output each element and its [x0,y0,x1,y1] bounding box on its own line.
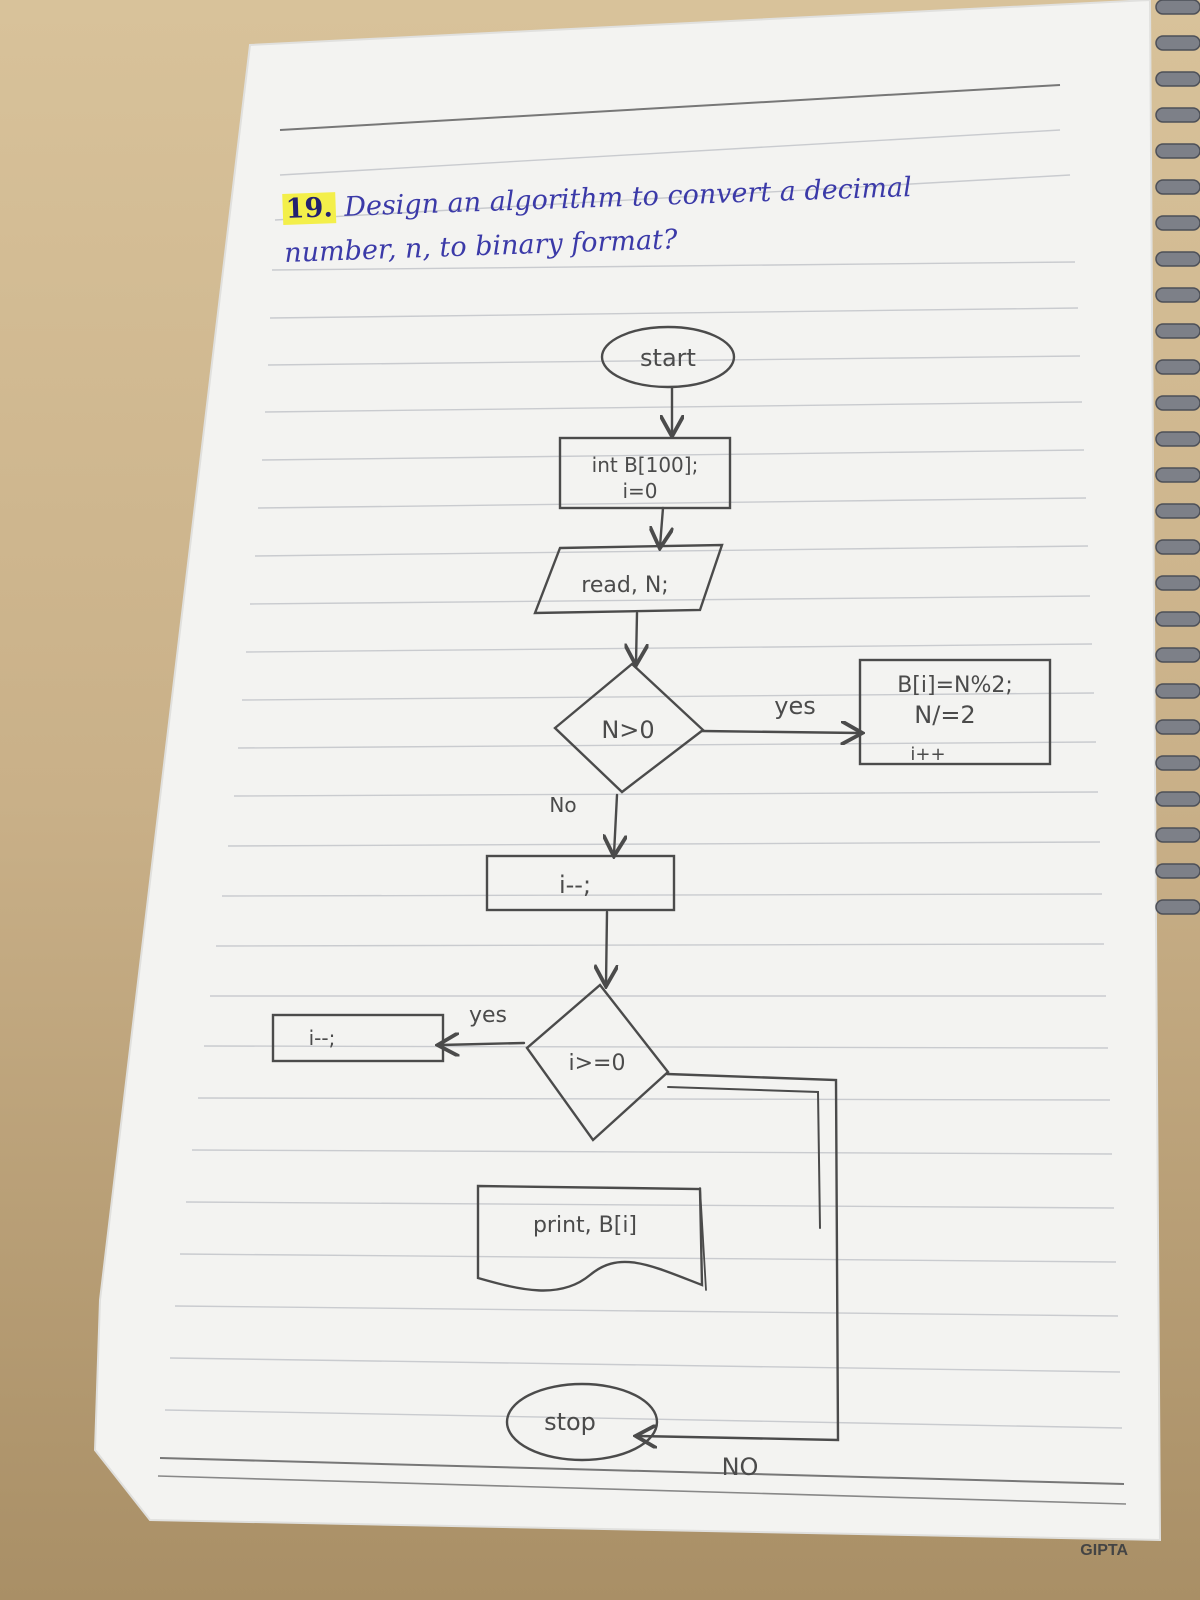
decision1-label: N>0 [601,716,654,744]
decrement-box-2 [271,1013,445,1063]
start-terminal [600,325,736,389]
loop-body-box [858,658,1052,766]
flowchart [271,325,1052,1462]
stop-label: stop [544,1408,596,1436]
ruled-lines [157,84,1127,1505]
decision2-yes-label: yes [469,1003,507,1028]
stop-terminal [505,1382,659,1462]
decision1-no-label: No [549,793,576,817]
spiral-binding [1155,0,1200,915]
decision2-label: i>=0 [569,1051,626,1076]
loop-body-line1: B[i]=N%2; [897,673,1013,698]
question-number: 19. [282,192,337,225]
decrement2-label: i--; [309,1026,336,1050]
init-label-line1: int B[100]; [592,453,699,477]
decision-i-ge-0 [525,983,670,1142]
input-parallelogram [533,543,724,615]
loop-body-line3: i++ [910,744,945,765]
notebook-brand: GIPTA [1080,1542,1128,1559]
output-document [476,1184,704,1292]
init-label-line2: i=0 [622,479,657,503]
no-branch-path [638,1072,840,1440]
decision2-no-label: NO [722,1453,759,1481]
input-label: read, N; [581,573,668,598]
loop-body-line2: N/=2 [914,701,975,729]
decrement1-label: i--; [559,871,591,899]
start-label: start [640,344,696,372]
decision-n-gt-0 [553,662,705,794]
decision1-yes-label: yes [774,692,815,720]
output-label: print, B[i] [533,1213,637,1238]
init-process-box [558,436,732,510]
decrement-box-1 [485,854,676,912]
